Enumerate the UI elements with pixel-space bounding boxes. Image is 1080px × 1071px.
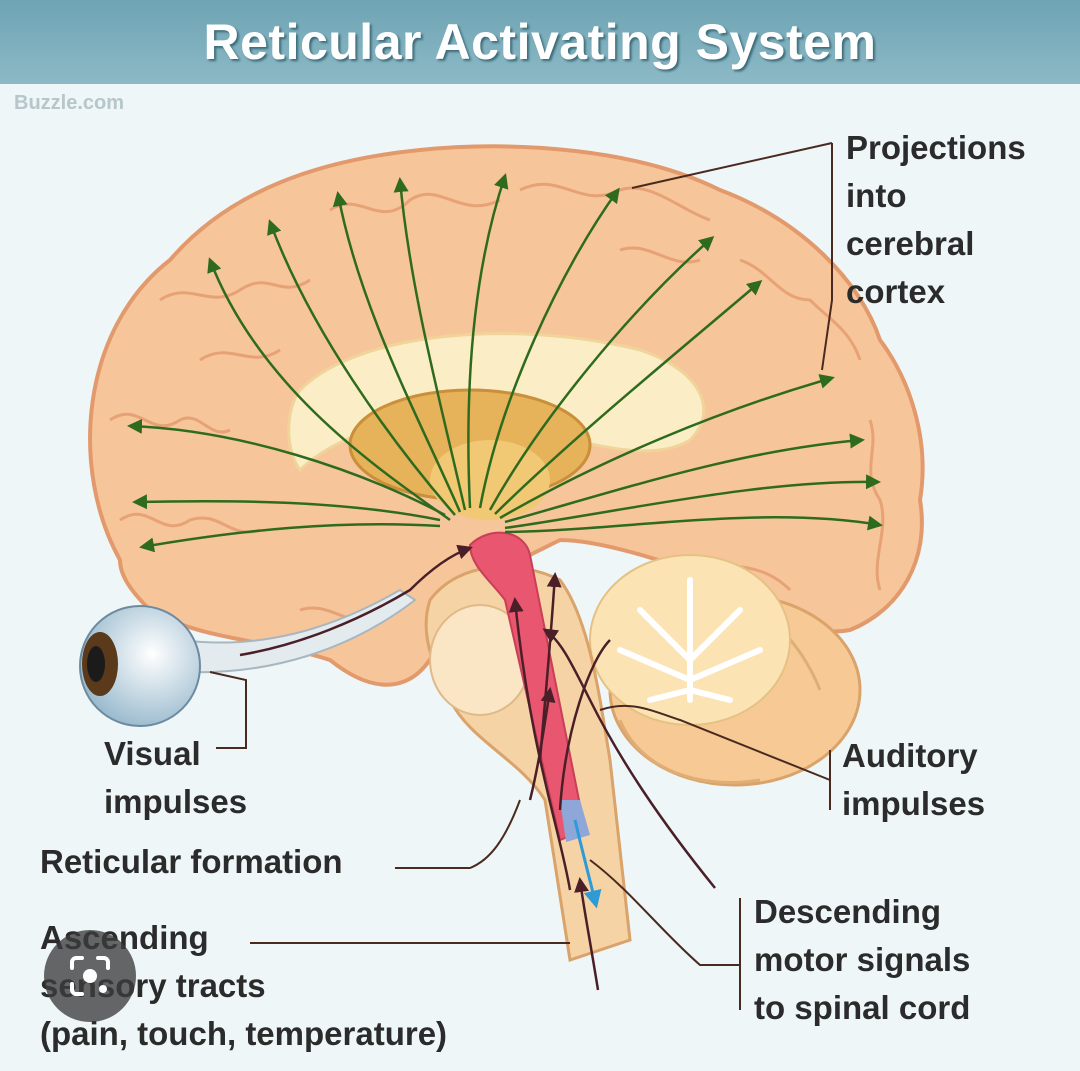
cerebellum (589, 554, 862, 787)
eye-icon (79, 605, 201, 727)
lens-search-button[interactable] (44, 930, 136, 1022)
label-visual-impulses: Visual impulses (104, 735, 248, 820)
optic-nerve (178, 588, 417, 674)
title-bar: Reticular Activating System (0, 0, 1080, 84)
label-auditory-impulses: Auditory impulses (842, 737, 986, 822)
projection-arrows (127, 173, 883, 553)
page-title: Reticular Activating System (203, 14, 877, 70)
brain-diagram (79, 142, 925, 1010)
signal-arrows (508, 572, 716, 991)
label-projections: Projections into cerebral cortex (846, 129, 1026, 310)
cortex-folds (109, 182, 885, 624)
label-descending-signals: Descending motor signals to spinal cord (754, 893, 971, 1026)
leader-lines (209, 142, 833, 1010)
lens-search-icon (70, 956, 110, 996)
visual-impulse-arrow (239, 544, 473, 657)
label-reticular-formation: Reticular formation (40, 843, 343, 880)
descending-motor-arrow (573, 819, 602, 909)
watermark: Buzzle.com (14, 92, 125, 114)
